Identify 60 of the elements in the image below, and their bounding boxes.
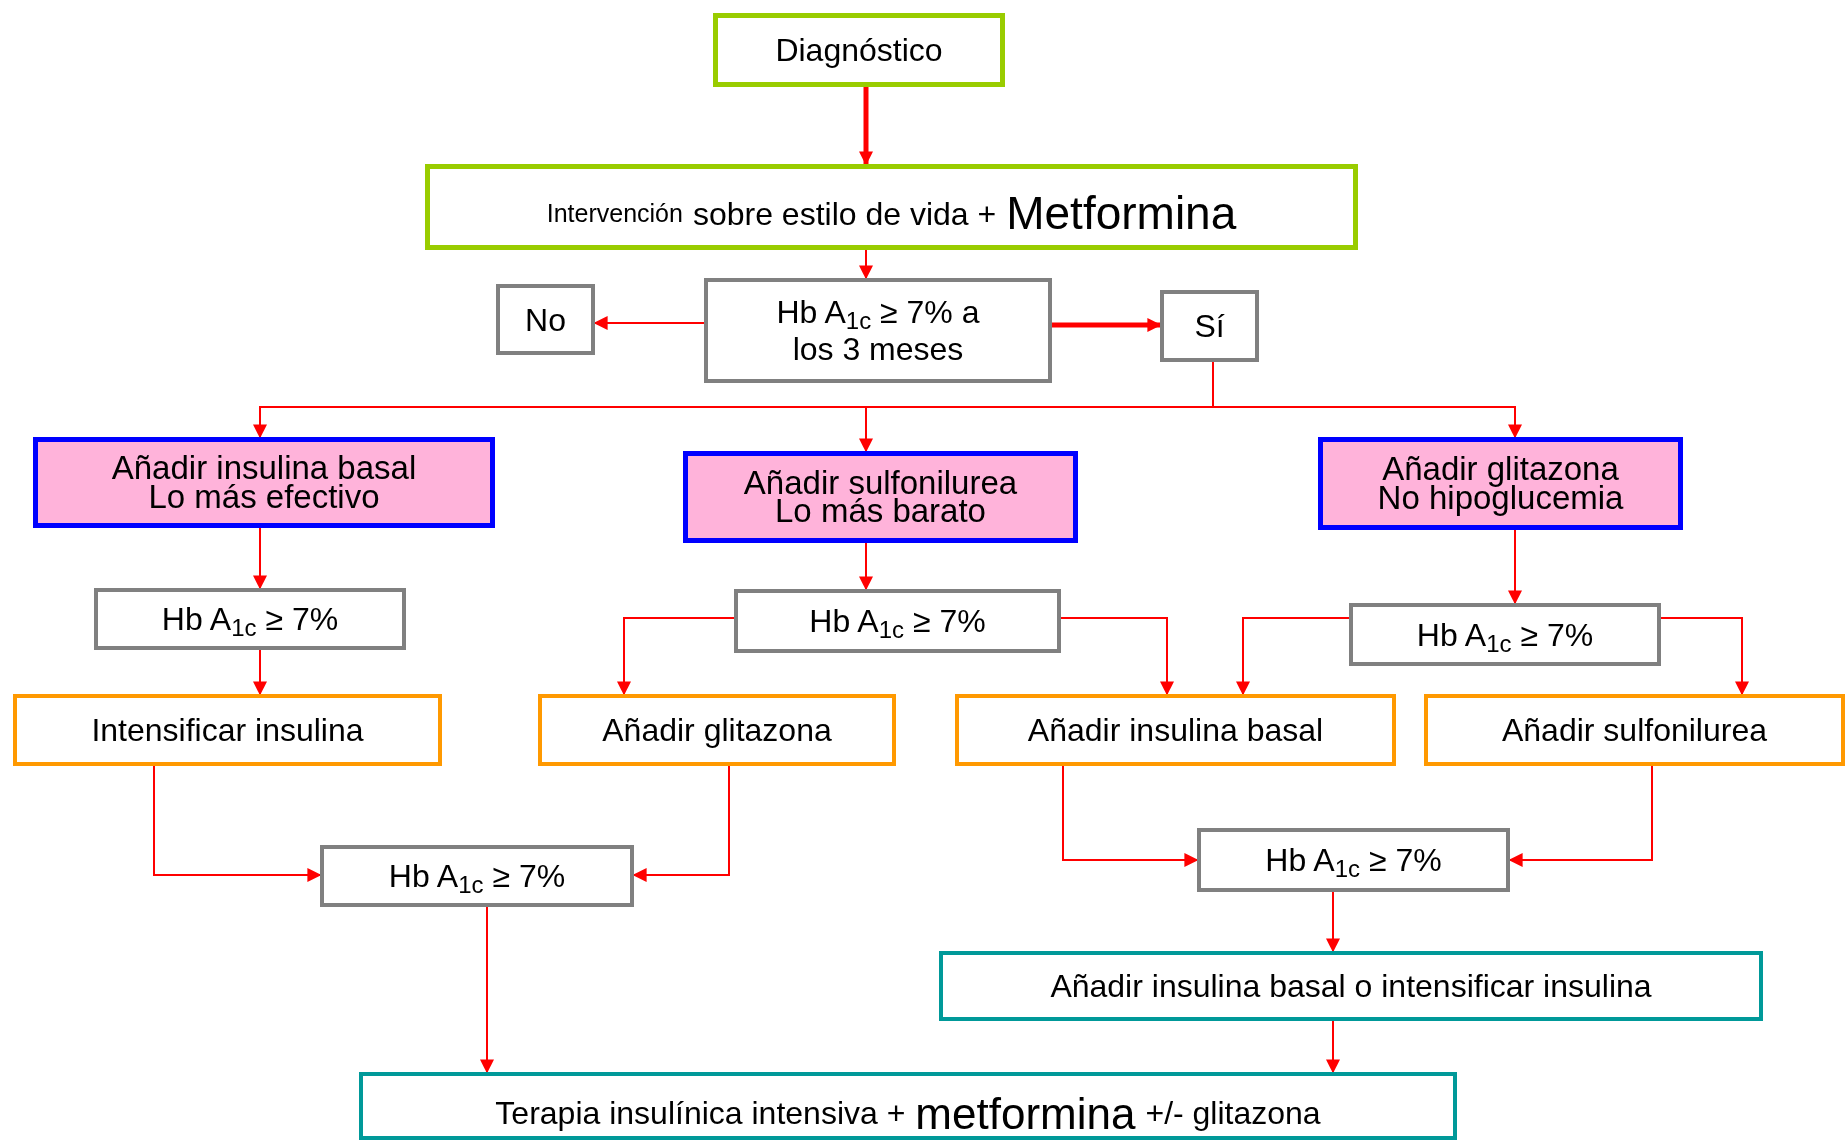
decision-box [1197,828,1510,892]
box-text: Intervención [546,198,683,230]
box-text: Metformina [1006,186,1237,242]
box-text: Sí [1194,307,1225,346]
arrow [153,765,322,882]
arrow [1508,529,1522,605]
box-text: Hb A$_{1c}$ ≥ 7% [1416,615,1594,655]
decision-box [704,278,1052,383]
action-box [955,694,1396,766]
box-text: Añadir insulina basal [1027,711,1324,750]
decision-box [496,284,595,355]
box-text: No [525,300,566,340]
box-text: Terapia insulínica intensiva + [495,1094,906,1133]
box-text: metformina [915,1087,1136,1140]
box-text: sobre estilo de vida + [692,195,997,234]
option-box [683,451,1078,543]
arrow [1060,617,1174,696]
action-box [939,951,1763,1021]
box-text: Añadir sulfonilurea [1501,711,1767,750]
box-text: Diagnóstico [775,31,943,70]
box-text: Lo más barato [775,497,986,526]
box-text: Lo más efectivo [148,482,380,511]
box-text: Hb A$_{1c}$ ≥ 7% [161,600,339,639]
action-box [1424,694,1845,766]
action-box [538,694,896,766]
arrow [1052,318,1162,332]
box-text: Hb A$_{1c}$ ≥ 7% a los 3 meses [775,293,981,368]
option-box [33,437,495,528]
arrow [253,527,267,590]
arrow [1326,1020,1340,1074]
decision-box [1349,603,1661,666]
box-text: +/- glitazona [1145,1094,1321,1133]
process-box [425,164,1358,250]
arrow [1660,617,1749,696]
box-text: Hb A$_{1c}$ ≥ 7% [388,857,566,896]
process-box [713,13,1005,87]
arrow [1236,617,1350,696]
arrow [859,249,873,280]
arrow [253,649,267,696]
box-text: Hb A$_{1c}$ ≥ 7% [809,602,986,641]
arrow [480,906,494,1074]
box-text: Hb A$_{1c}$ ≥ 7% [1265,841,1442,880]
arrow [859,542,873,591]
arrow [859,87,873,166]
arrow [1062,765,1199,867]
decision-box [94,588,406,650]
arrow [1212,361,1522,439]
option-box [1318,437,1683,530]
decision-box [320,845,634,907]
decision-box [734,589,1061,653]
arrow [617,617,735,696]
box-text: Añadir sulfonilurea [743,468,1018,497]
action-box [359,1072,1457,1140]
box-text: Añadir glitazona [602,711,832,750]
decision-box [1160,290,1259,362]
box-text: Añadir insulina basal [111,454,417,483]
box-text: Intensificar insulina [91,711,364,750]
arrow [1326,891,1340,953]
action-box [13,694,442,766]
box-text: Añadir insulina basal o intensificar insulina [1050,967,1652,1006]
